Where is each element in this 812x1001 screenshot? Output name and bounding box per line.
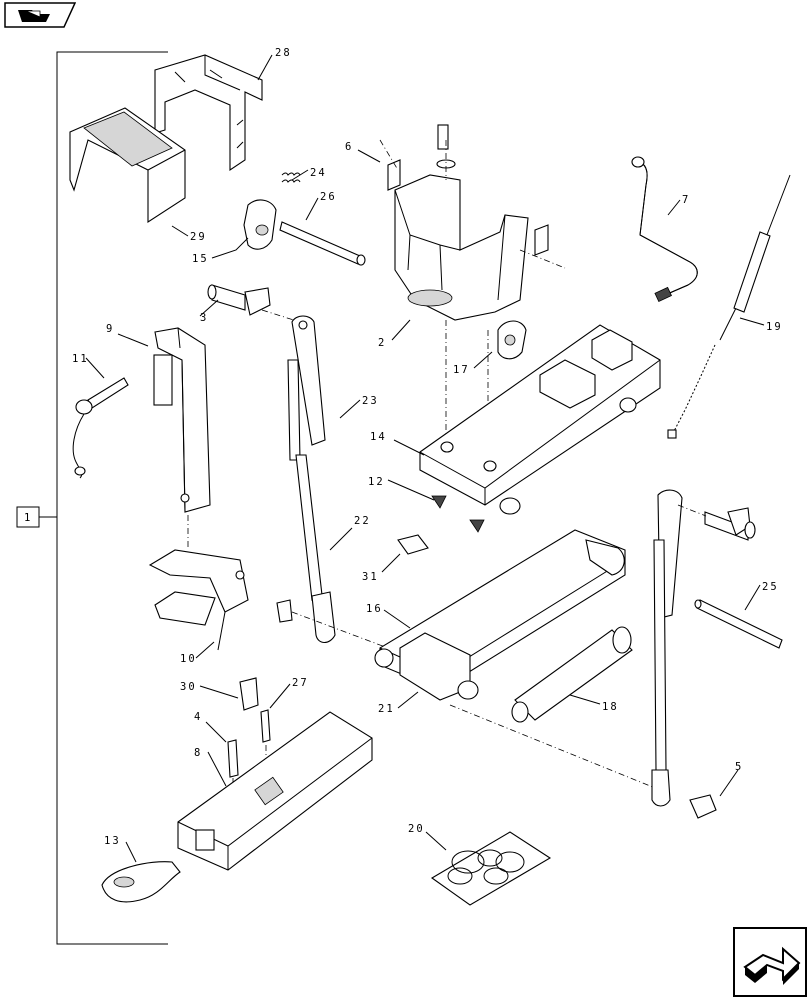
exploded-view-back-button[interactable] [4,2,77,28]
next-page-button[interactable] [733,927,807,997]
callout-28: 28 [275,47,292,59]
part-20-seal-kit [430,831,552,906]
callout-30: 30 [180,681,197,693]
callout-25: 25 [762,581,779,593]
part-15-hook [243,199,277,250]
callout-11: 11 [72,353,89,365]
callout-7: 7 [682,194,690,206]
part-17-hook [497,320,527,360]
callout-labels: 28 29 6 24 26 15 7 19 3 2 9 11 17 23 14 … [72,47,783,847]
callout-21: 21 [378,703,395,715]
part-7-pipe [631,156,698,303]
part-26-pin [279,221,366,266]
callout-18: 18 [602,701,619,713]
part-13-hook [101,861,181,903]
callout-8: 8 [194,747,202,759]
callout-26: 26 [320,191,337,203]
part-right-lift-rod [651,489,756,807]
part-24-spring [281,172,301,183]
callout-24: 24 [310,167,327,179]
callout-15: 15 [192,253,209,265]
callout-31: 31 [362,571,379,583]
part-25-pin [694,599,783,649]
part-18-cylinder [449,626,661,791]
part-3-pin [207,284,301,323]
callout-22: 22 [354,515,371,527]
part-10-bracket [148,549,249,651]
callout-17: 17 [453,364,470,376]
group-label: 1 [24,512,32,524]
part-27-pin [260,709,271,743]
part-5-pin [689,794,717,819]
part-29-perforated-cover [69,107,186,224]
callout-3: 3 [200,312,208,324]
callout-6: 6 [345,141,353,153]
part-2-bracket [394,124,529,455]
callout-13: 13 [104,835,121,847]
part-6-plate [379,139,566,269]
part-22-rod [276,454,421,661]
callout-12: 12 [368,476,385,488]
callout-14: 14 [370,431,387,443]
callout-19: 19 [766,321,783,333]
callout-4: 4 [194,711,202,723]
callout-20: 20 [408,823,425,835]
part-14-frame [419,324,661,515]
part-8-drawbar [177,711,373,871]
part-19-cable [667,174,791,439]
exploded-view-back-icon [4,2,77,28]
part-12-fitting [431,495,485,533]
callout-29: 29 [190,231,207,243]
part-30-cap [239,677,259,711]
part-23-rod [287,315,326,461]
callout-9: 9 [106,323,114,335]
callout-16: 16 [366,603,383,615]
part-11-pin [72,377,129,479]
group-bracket: 1 [16,51,168,945]
next-page-arrow-icon [733,927,807,997]
part-9-arm [153,327,211,548]
part-31-clip [397,534,429,555]
leader-lines [85,54,765,863]
part-28-upper-shield [154,54,263,172]
callout-27: 27 [292,677,309,689]
callout-10: 10 [180,653,197,665]
part-16-lift-housing [374,529,626,701]
callout-2: 2 [378,337,386,349]
callout-23: 23 [362,395,379,407]
callout-5: 5 [735,761,743,773]
